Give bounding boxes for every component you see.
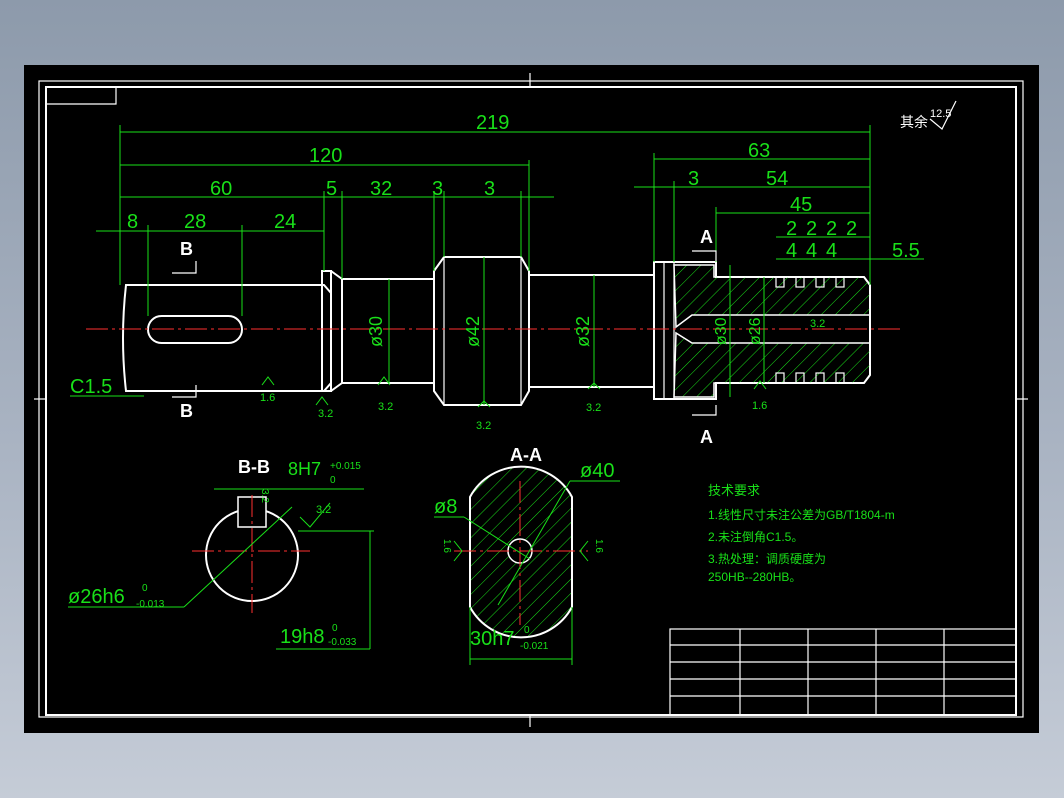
dimension-lines [96,125,924,405]
section-aa: A-A ø40 ø8 1.6 1.6 30h7 0 -0.021 [434,445,620,665]
svg-text:2: 2 [846,218,857,240]
svg-text:ø26h6: ø26h6 [68,586,125,608]
svg-text:0: 0 [142,583,148,594]
svg-text:63: 63 [748,140,770,162]
roughness-note: 其余 12.5 [900,100,957,130]
svg-text:-0.033: -0.033 [328,637,357,648]
svg-text:ø26: ø26 [747,317,764,345]
svg-text:1.6: 1.6 [441,539,452,553]
svg-text:60: 60 [210,178,232,200]
svg-text:5: 5 [326,178,337,200]
svg-text:-0.021: -0.021 [520,641,549,652]
svg-text:54: 54 [766,168,788,190]
svg-text:3.2: 3.2 [476,420,491,432]
svg-text:2: 2 [786,218,797,240]
svg-text:45: 45 [790,194,812,216]
svg-text:2.未注倒角C1.5。: 2.未注倒角C1.5。 [708,529,803,544]
svg-text:24: 24 [274,211,296,233]
roughness-marks: 1.6 3.2 3.2 3.2 3.2 1.6 3.2 [260,318,825,432]
svg-text:B: B [180,401,193,421]
svg-text:28: 28 [184,211,206,233]
section-markers: B B A A [172,227,717,447]
svg-text:120: 120 [309,145,342,167]
svg-text:1.6: 1.6 [260,392,275,404]
svg-text:A-A: A-A [510,445,542,465]
cad-viewport[interactable]: 其余 12.5 [24,65,1039,733]
svg-text:4: 4 [826,240,837,262]
svg-text:1.6: 1.6 [593,539,604,553]
svg-text:ø42: ø42 [463,316,483,347]
svg-text:12.5: 12.5 [930,108,951,120]
svg-text:ø30: ø30 [713,317,730,345]
svg-text:0: 0 [332,623,338,634]
svg-text:5.5: 5.5 [892,240,920,262]
svg-text:3: 3 [484,178,495,200]
svg-text:2: 2 [806,218,817,240]
svg-text:32: 32 [370,178,392,200]
title-block [669,628,1017,716]
shaft-main-view [86,256,904,406]
svg-text:B-B: B-B [238,457,270,477]
svg-text:C1.5: C1.5 [70,376,112,398]
svg-text:4: 4 [786,240,797,262]
section-bb: B-B 8H7 +0.015 0 3.2 3.2 ø26h6 0 -0.013 … [68,457,374,650]
svg-text:其余: 其余 [900,114,928,130]
svg-text:+0.015: +0.015 [330,461,361,472]
svg-text:4: 4 [806,240,817,262]
svg-text:8: 8 [127,211,138,233]
svg-text:ø8: ø8 [434,496,457,518]
tech-title: 技术要求 [708,483,760,498]
tech-requirements: 技术要求 1.线性尺寸未注公差为GB/T1804-m 2.未注倒角C1.5。 3… [708,483,895,584]
dimension-texts: 219 120 60 5 32 3 3 8 28 24 63 3 54 45 2… [70,112,920,398]
shaft-outline [122,284,332,392]
svg-text:ø32: ø32 [573,316,593,347]
svg-text:19h8: 19h8 [280,626,325,648]
svg-text:A: A [700,427,713,447]
svg-text:219: 219 [476,112,509,134]
svg-text:B: B [180,239,193,259]
svg-text:250HB--280HB。: 250HB--280HB。 [708,570,801,584]
svg-text:1.线性尺寸未注公差为GB/T1804-m: 1.线性尺寸未注公差为GB/T1804-m [708,507,895,522]
svg-text:ø40: ø40 [580,460,614,482]
svg-text:3: 3 [688,168,699,190]
svg-text:0: 0 [524,625,530,636]
svg-text:-0.013: -0.013 [136,599,165,610]
svg-text:3.2: 3.2 [259,489,270,503]
svg-text:1.6: 1.6 [752,400,767,412]
svg-text:8H7: 8H7 [288,459,321,479]
svg-text:2: 2 [826,218,837,240]
svg-text:3.2: 3.2 [378,401,393,413]
sheet-frame [34,73,1028,727]
svg-text:30h7: 30h7 [470,628,515,650]
svg-text:3.热处理：调质硬度为: 3.热处理：调质硬度为 [708,551,826,566]
drawing-sheet: 其余 12.5 [34,73,1028,727]
svg-text:3.2: 3.2 [318,408,333,420]
svg-text:0: 0 [330,475,336,486]
svg-text:A: A [700,227,713,247]
svg-text:3.2: 3.2 [810,318,825,330]
svg-text:ø30: ø30 [366,316,386,347]
svg-text:3: 3 [432,178,443,200]
svg-text:3.2: 3.2 [586,402,601,414]
